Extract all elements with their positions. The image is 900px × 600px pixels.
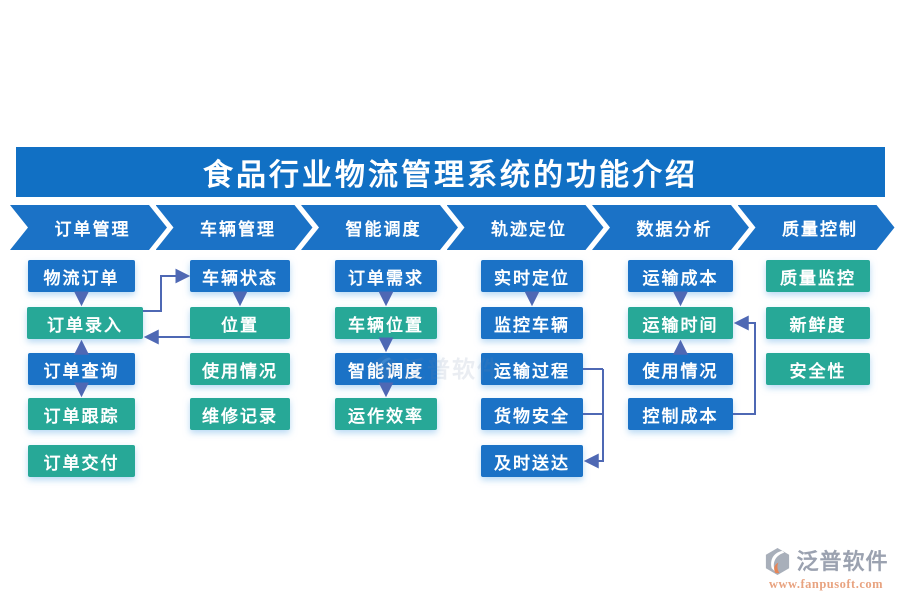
- connector: [733, 315, 756, 415]
- fanpu-logo-icon: [766, 547, 790, 576]
- flow-node: 监控车辆: [481, 307, 583, 339]
- connector: [583, 369, 604, 469]
- flow-node: 车辆位置: [335, 307, 437, 339]
- flow-node: 运输时间: [628, 307, 733, 339]
- flow-node: 新鲜度: [766, 307, 870, 339]
- flow-node: 订单录入: [27, 307, 143, 339]
- flow-node: 运作效率: [335, 398, 437, 430]
- flow-node: 位置: [190, 307, 290, 339]
- process-step-2: 车辆管理: [156, 205, 313, 250]
- process-step-4: 轨迹定位: [447, 205, 604, 250]
- fanpu-logo: 泛普软件 www.fanpusoft.com: [760, 547, 892, 592]
- process-step-5: 数据分析: [592, 205, 749, 250]
- flow-node: 使用情况: [628, 353, 733, 385]
- flow-node: 运输过程: [481, 353, 583, 385]
- flow-node: 订单查询: [28, 353, 135, 385]
- flow-node: 智能调度: [335, 353, 437, 385]
- flow-node: 订单跟踪: [28, 398, 135, 430]
- flow-node: 控制成本: [628, 398, 733, 430]
- process-step-1: 订单管理: [10, 205, 167, 250]
- flow-node: 使用情况: [190, 353, 290, 385]
- flow-node: 物流订单: [28, 260, 135, 292]
- flow-node: 货物安全: [481, 398, 583, 430]
- watermark: 泛普软件: [372, 350, 502, 384]
- watermark-text: 泛普软件: [402, 356, 502, 382]
- flow-node: 维修记录: [190, 398, 290, 430]
- flow-node: 车辆状态: [190, 260, 290, 292]
- flow-node: 质量监控: [766, 260, 870, 292]
- process-step-6: 质量控制: [738, 205, 895, 250]
- flow-node: 实时定位: [481, 260, 583, 292]
- flow-node: 订单交付: [28, 445, 135, 477]
- title-banner: 食品行业物流管理系统的功能介绍: [16, 147, 885, 197]
- watermark-icon: [374, 354, 396, 380]
- fanpu-logo-text: 泛普软件: [796, 548, 889, 574]
- flow-node: 订单需求: [335, 260, 437, 292]
- flow-node: 安全性: [766, 353, 870, 385]
- connector: [143, 268, 191, 312]
- page-title: 食品行业物流管理系统的功能介绍: [203, 159, 698, 192]
- flow-node: 运输成本: [628, 260, 733, 292]
- fanpu-logo-url: www.fanpusoft.com: [768, 577, 884, 591]
- process-step-3: 智能调度: [301, 205, 458, 250]
- flow-node: 及时送达: [481, 445, 583, 477]
